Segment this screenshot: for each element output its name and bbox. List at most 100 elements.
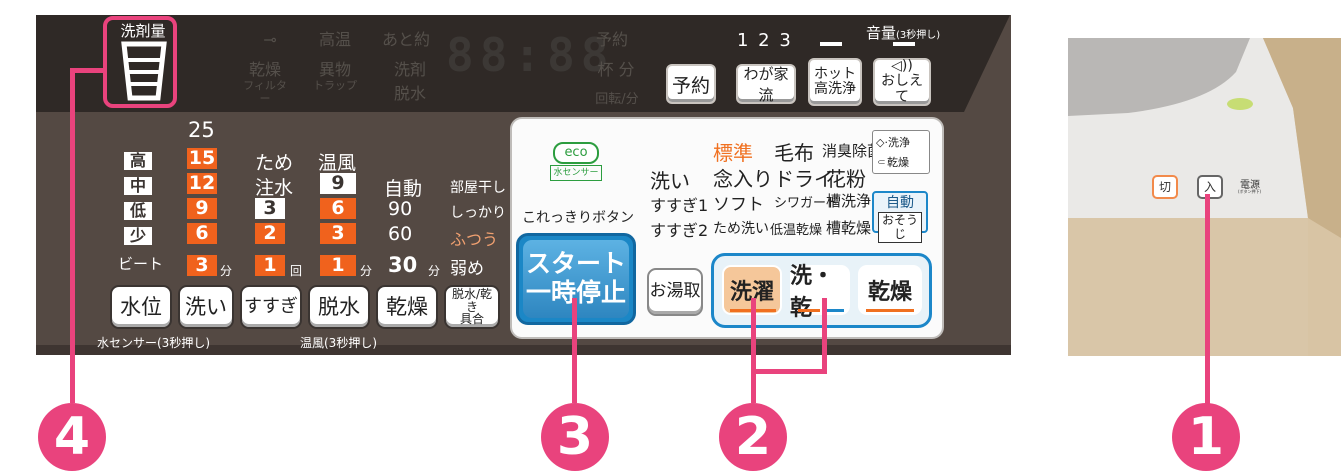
water-9: 9 [187,198,217,219]
marker-3: 3 [541,403,609,471]
unit-min: 分 [220,264,233,278]
spin-1: 1 [320,255,356,276]
rinse-inject: 注水 [255,177,294,199]
remain-label: あと約 [381,30,430,49]
dry-underline [866,309,914,312]
auto-label: 自動 [886,195,914,211]
course-standard: 標準 [713,141,753,165]
dry-mode-button[interactable]: 乾燥 [858,265,922,315]
course-wash: 洗い [650,169,690,193]
level-high: 高 [124,152,152,170]
rinse-3: 3 [255,198,285,219]
reserve-button[interactable]: 予約 [666,64,716,104]
wash-button[interactable]: 洗い [178,285,234,329]
level-low: 低 [124,202,152,220]
rpm-label: 回転/分 [595,92,639,107]
room-weak: 弱め [450,259,484,279]
wash-dry-underline-a [798,309,820,312]
spin-button[interactable]: 脱水 [308,285,370,329]
warm-air-label: 温風 [318,152,357,174]
callout-line [572,298,577,403]
room-normal: ふつう [450,230,499,249]
rinse-button[interactable]: すすぎ [240,285,302,329]
guide-label: おしえて [881,73,923,105]
water-6: 6 [187,223,217,244]
course-soft: ソフト [713,195,764,215]
level-small: 少 [124,227,152,245]
marker-1: 1 [1172,403,1240,471]
rinse-2: 2 [255,223,285,244]
course-tub-wash: 槽洗浄 [826,192,872,210]
level-numbers: 1 2 3 [737,30,793,51]
speaker-icon: ◁)) [891,57,913,74]
room-dry: 部屋干し [450,180,506,196]
dry-auto: 自動 [384,178,423,200]
dry-60: 60 [388,223,413,245]
hot-wash-label: 高洗浄 [814,81,856,97]
course-rinse1: すすぎ1 [650,196,709,215]
course-tame-wash: ため洗い [713,221,769,237]
volume-label: 音量(3秒押し) [866,24,941,42]
callout-line [1205,194,1210,404]
unit-times: 回 [290,264,303,278]
spin-dry-label-1: 脱水/乾き [451,287,493,314]
eco-badge: eco [553,142,599,164]
detergent-label: 洗剤量 [120,22,166,40]
eco-sensor-label: 水センサー [550,165,602,181]
rinse-tame: ため [255,152,294,174]
auto-clean-button[interactable]: 自動おそうじ [872,191,928,243]
room-strong: しっかり [450,205,506,221]
water-15: 15 [187,147,217,169]
wash-dry-mode-button[interactable]: 洗・乾 [790,264,850,321]
callout-line [751,298,756,403]
dry-mode-icon: ⸦乾燥 [876,156,909,169]
hot-label: ホット [814,65,856,82]
callout-line [70,68,106,73]
dry-90: 90 [388,198,413,220]
course-tub-dry: 槽乾燥 [826,219,872,237]
mode-icon-box [872,130,930,174]
spin-dry-level-button[interactable]: 脱水/乾き具合 [444,285,500,329]
dry-button[interactable]: 乾燥 [376,285,438,329]
rinse-1: 1 [255,255,285,276]
all-in-one-label: これっきりボタン [522,210,634,226]
spin-9: 9 [320,173,356,194]
marker-4: 4 [38,403,106,471]
bath-water-button[interactable]: お湯取 [647,268,703,316]
foreign-trap-label: 異物 [318,60,351,79]
seven-segment-display: 88:88 [446,28,615,82]
callout-line [822,298,827,374]
course-low-temp-dry: 低温乾燥 [770,223,823,238]
course-deodorize: 消臭除菌 [822,142,883,160]
indicator-bar [820,42,842,46]
cups-label: 杯 分 [597,60,635,79]
course-careful: 念入り [713,167,773,191]
hot-wash-button[interactable]: ホット高洗浄 [808,58,862,106]
power-on-button[interactable]: 入 [1197,175,1223,199]
reserve-dim-label: 予約 [595,30,628,49]
water-3: 3 [187,255,217,276]
power-label: 電源 [1240,180,1260,191]
water-top-value: 25 [188,118,215,142]
spin-6: 6 [320,198,356,219]
water-level-button[interactable]: 水位 [110,285,172,329]
course-dry: ドライ [774,167,834,191]
level-mid: 中 [124,177,152,195]
dry-filter-label: 乾燥 [248,60,281,79]
my-wash-button[interactable]: わが家流 [736,64,796,104]
spin-dim-label: 脱水 [393,84,426,103]
detergent-cup-icon [118,40,170,106]
dry-filter-sub: フィルター [243,79,287,106]
guide-button[interactable]: ◁))おしえて [873,58,931,106]
marker-2: 2 [719,403,787,471]
power-off-button[interactable]: 切 [1152,175,1178,199]
water-sensor-label: 水センサー(3秒押し) [97,336,210,350]
course-rinse2: すすぎ2 [650,221,709,240]
callout-line [70,68,75,403]
spin-dry-label-2: 具合 [459,312,484,327]
start-label: スタート [525,249,626,279]
course-blanket: 毛布 [774,141,814,165]
warm-air-hold-label: 温風(3秒押し) [300,336,377,350]
key-icon: ⊸ [263,30,277,49]
panel-bottom-edge [36,345,1011,355]
